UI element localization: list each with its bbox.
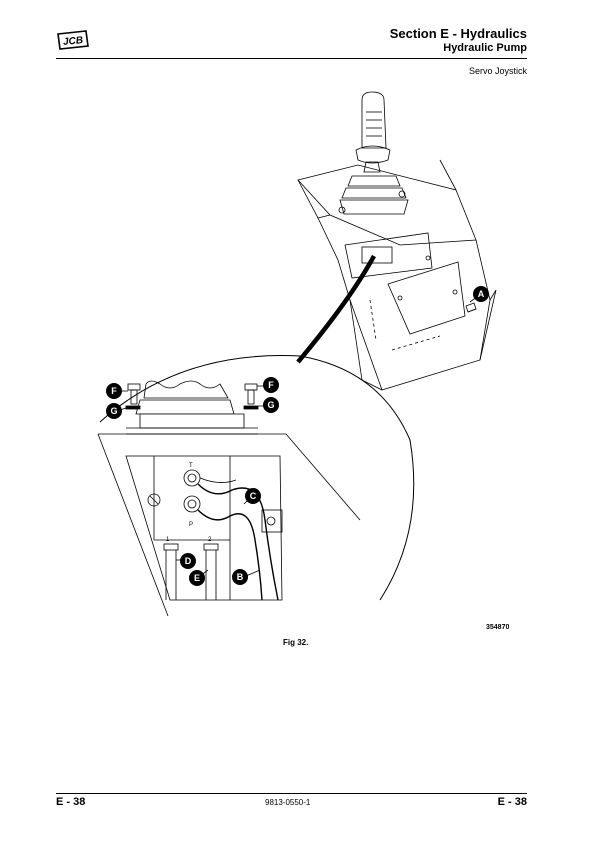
svg-text:E: E bbox=[194, 573, 200, 583]
section-title: Section E - Hydraulics bbox=[389, 26, 527, 41]
drawing-number: 354870 bbox=[486, 624, 510, 631]
valve-detail-drawing bbox=[97, 380, 361, 617]
detail-leader bbox=[296, 254, 376, 364]
callout-f-left: F bbox=[106, 383, 128, 399]
svg-text:F: F bbox=[111, 386, 117, 396]
port-label-1: 1 bbox=[166, 537, 170, 543]
callout-f-right: F bbox=[257, 377, 279, 393]
svg-text:F: F bbox=[268, 380, 274, 390]
jcb-logo: JCB bbox=[57, 30, 89, 50]
topic-label: Servo Joystick bbox=[468, 66, 527, 76]
header-divider bbox=[56, 58, 527, 59]
port-label-p: P bbox=[189, 522, 193, 528]
svg-text:G: G bbox=[267, 400, 274, 410]
callout-e: E bbox=[189, 569, 209, 586]
svg-text:A: A bbox=[478, 289, 485, 299]
callout-g-right: G bbox=[258, 397, 279, 413]
callout-g-left: G bbox=[106, 403, 127, 419]
svg-text:G: G bbox=[110, 406, 117, 416]
logo-text: JCB bbox=[63, 35, 84, 48]
svg-text:C: C bbox=[250, 491, 257, 501]
subsection-title: Hydraulic Pump bbox=[443, 42, 527, 54]
svg-text:D: D bbox=[185, 556, 192, 566]
servo-joystick-figure: T P 1 2 A B C D E F F G G bbox=[97, 91, 497, 617]
callout-a: A bbox=[469, 286, 489, 303]
callout-b: B bbox=[232, 569, 261, 585]
footer-divider bbox=[56, 793, 527, 794]
figure-caption: Fig 32. bbox=[283, 638, 309, 647]
port-label-t: T bbox=[189, 463, 193, 469]
detail-circle bbox=[99, 355, 415, 601]
document-number: 9813-0550-1 bbox=[265, 798, 311, 807]
callout-c: C bbox=[243, 488, 261, 505]
callout-d: D bbox=[176, 553, 196, 569]
page-number-left: E - 38 bbox=[56, 796, 86, 808]
joystick-console-drawing bbox=[297, 91, 497, 391]
svg-text:B: B bbox=[237, 572, 244, 582]
page-number-right: E - 38 bbox=[497, 796, 527, 808]
port-label-2: 2 bbox=[208, 537, 212, 543]
